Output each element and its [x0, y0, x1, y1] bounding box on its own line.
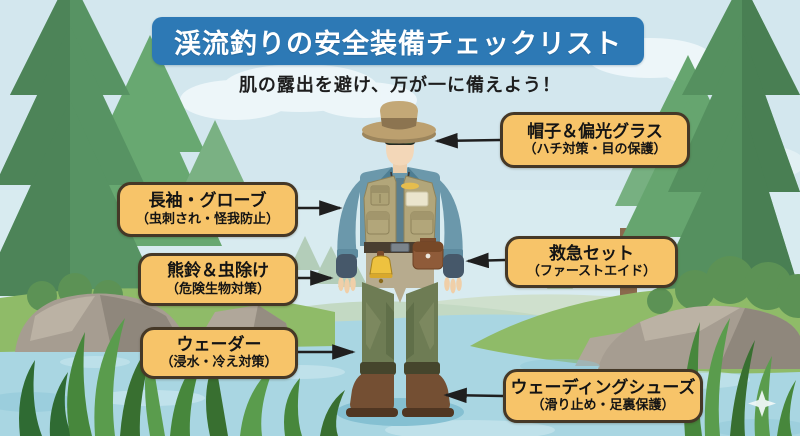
- callout-bear-bell: 熊鈴＆虫除け （危険生物対策）: [138, 253, 298, 306]
- callout-hat: 帽子＆偏光グラス （ハチ対策・目の保護）: [500, 112, 690, 168]
- sparkle-icon: [748, 390, 776, 417]
- callout-bear-bell-label: 熊鈴＆虫除け: [167, 261, 269, 282]
- page-title: 渓流釣りの安全装備チェックリスト: [152, 17, 644, 65]
- pine-trees-right: [615, 0, 800, 313]
- bushes-right: [647, 256, 800, 318]
- grass-left: [19, 318, 345, 436]
- fishing-vest: [363, 175, 437, 247]
- callout-first-aid: 救急セット （ファーストエイド）: [505, 236, 678, 288]
- callout-long-sleeves-label: 長袖・グローブ: [148, 191, 267, 212]
- callout-first-aid-label: 救急セット: [549, 243, 634, 264]
- bear-bell: [369, 251, 393, 284]
- callout-wading-shoes-label: ウェーディングシューズ: [510, 377, 696, 398]
- callout-waders-note: （浸水・冷え対策）: [160, 355, 278, 371]
- waders: [360, 282, 440, 375]
- callout-waders: ウェーダー （浸水・冷え対策）: [140, 327, 298, 379]
- callout-waders-label: ウェーダー: [176, 334, 262, 355]
- first-aid-pouch: [412, 238, 444, 270]
- callout-first-aid-note: （ファーストエイド）: [526, 264, 657, 280]
- belt: [364, 242, 436, 253]
- fingerless-gloves: [336, 254, 464, 294]
- callout-bear-bell-note: （危険生物対策）: [165, 281, 270, 297]
- callout-wading-shoes: ウェーディングシューズ （滑り止め・足裏保護）: [503, 369, 703, 423]
- callout-long-sleeves-note: （虫刺され・怪我防止）: [135, 211, 279, 227]
- callout-hat-note: （ハチ対策・目の保護）: [523, 142, 667, 158]
- wading-boots: [346, 374, 454, 417]
- callout-long-sleeves: 長袖・グローブ （虫刺され・怪我防止）: [117, 182, 298, 237]
- page-subtitle: 肌の露出を避け、万が一に備えよう！: [238, 75, 562, 96]
- callout-hat-label: 帽子＆偏光グラス: [527, 121, 663, 142]
- brim-hat: [362, 101, 436, 144]
- callout-wading-shoes-note: （滑り止め・足裏保護）: [531, 398, 675, 414]
- angler-figure: [336, 101, 464, 426]
